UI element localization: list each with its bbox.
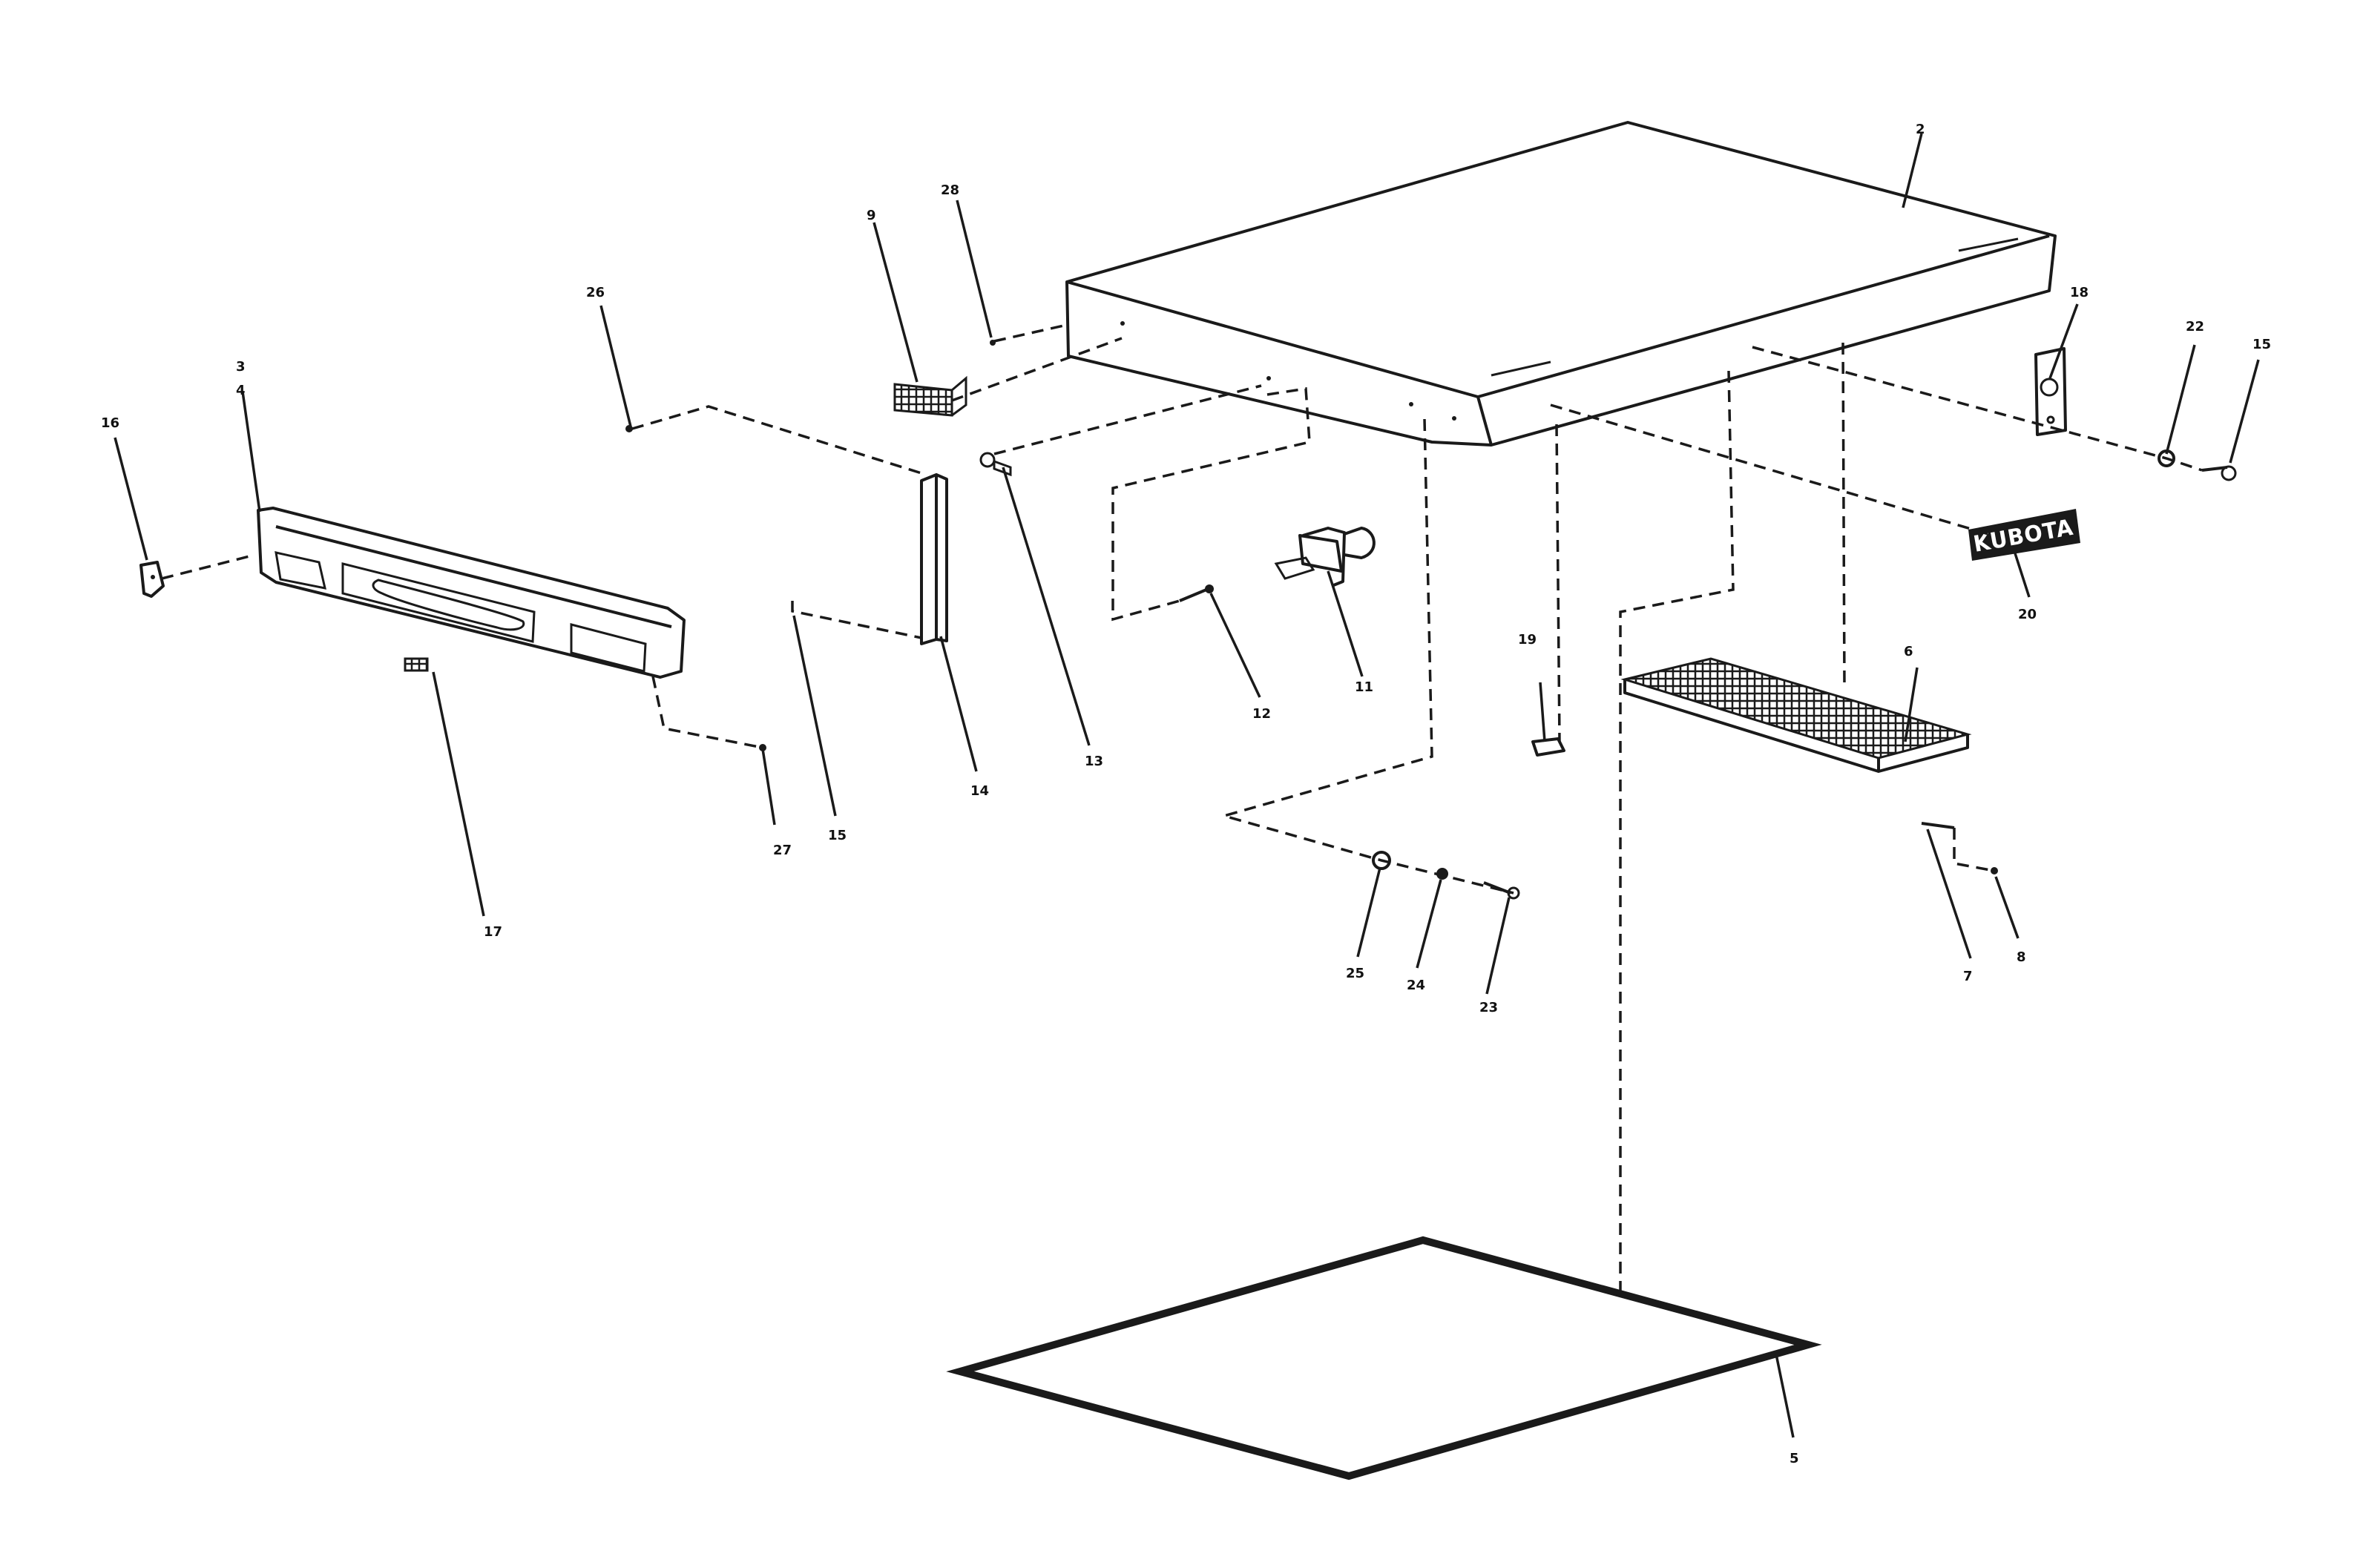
floor-mat — [946, 1236, 1822, 1480]
callout-9: 9 — [867, 208, 876, 223]
callout-4: 4 — [236, 383, 246, 398]
bolt-15-right — [2201, 465, 2237, 481]
callout-12: 12 — [1252, 706, 1271, 722]
callout-labels: 2 9 28 26 3 4 16 17 27 15 14 13 12 11 18… — [101, 122, 2271, 1466]
callout-13: 13 — [1085, 754, 1103, 769]
mounting-bracket — [1274, 527, 1376, 587]
callout-6: 6 — [1904, 644, 1913, 659]
reflector-pad — [893, 375, 967, 417]
reflector-small — [404, 657, 429, 672]
assembly-lines — [161, 323, 2203, 1292]
callout-19: 19 — [1518, 632, 1537, 648]
callout-2: 2 — [1916, 122, 1925, 137]
hinge-plate — [2034, 347, 2067, 436]
callout-20: 20 — [2018, 607, 2037, 622]
callout-16: 16 — [101, 415, 119, 431]
callout-23: 23 — [1479, 1000, 1498, 1015]
step-plate — [1620, 657, 1972, 773]
callout-17: 17 — [484, 924, 502, 940]
callout-8: 8 — [2017, 949, 2026, 965]
weatherstrip — [920, 473, 948, 645]
callout-7: 7 — [1963, 969, 1973, 984]
front-panel — [257, 507, 686, 679]
clip-7 — [1921, 822, 1955, 829]
screw-8 — [1991, 867, 1998, 874]
small-bracket — [139, 561, 165, 598]
callout-25: 25 — [1346, 966, 1364, 981]
block-19 — [1531, 737, 1565, 757]
callout-15-left: 15 — [828, 828, 847, 843]
washer-25 — [1372, 851, 1391, 870]
bolt-12 — [1179, 584, 1214, 602]
screw-27 — [759, 744, 766, 751]
callout-15-right: 15 — [2252, 337, 2271, 352]
callout-28: 28 — [941, 182, 959, 198]
roof-panel — [1065, 121, 2057, 447]
leader-lines — [114, 133, 2260, 1438]
callout-26: 26 — [586, 285, 605, 300]
callout-11: 11 — [1355, 679, 1373, 695]
callout-3: 3 — [236, 359, 246, 375]
callout-5: 5 — [1790, 1451, 1799, 1466]
callout-14: 14 — [970, 783, 989, 799]
kubota-decal: KUBOTA — [1968, 509, 2080, 561]
callout-18: 18 — [2070, 285, 2089, 300]
latch-knob — [979, 452, 1012, 477]
callout-22: 22 — [2186, 319, 2204, 335]
callout-24: 24 — [1407, 978, 1425, 993]
callout-27: 27 — [773, 843, 792, 858]
screw-26 — [625, 425, 633, 432]
